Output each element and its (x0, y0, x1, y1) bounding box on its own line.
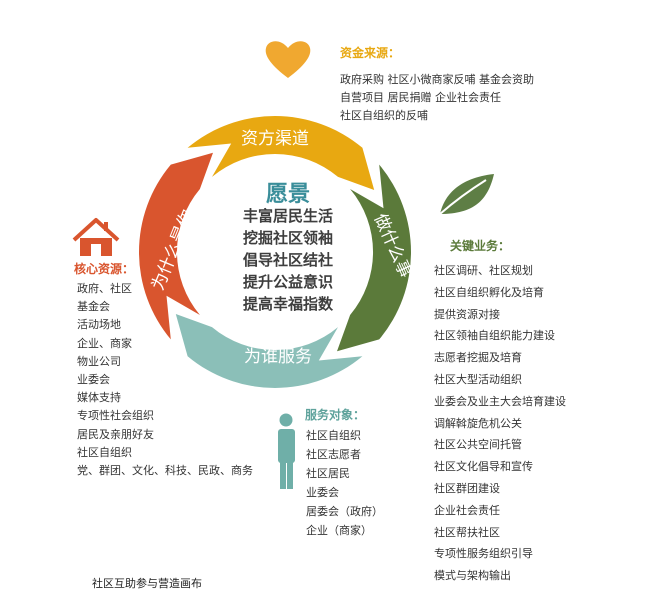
list-item: 社区自组织 (306, 429, 361, 442)
ring-segment-bottom (175, 314, 363, 389)
center-vision-list: 丰富居民生活 挖掘社区领袖 倡导社区结社 提升公益意识 提高幸福指数 (203, 205, 373, 315)
ring-segment-top (187, 115, 375, 190)
ring-label-top: 资方渠道 (241, 129, 309, 149)
list-item: 业委会 (306, 486, 339, 499)
list-item: 活动场地 (77, 318, 121, 332)
list-item: 社区自组织 (77, 445, 132, 459)
house-icon (72, 218, 120, 256)
ring-segment-right (337, 164, 412, 352)
list-item: 社区文化倡导和宣传 (434, 460, 533, 474)
list-item: 社区自组织孵化及培育 (434, 285, 544, 299)
list-item: 企业、商家 (77, 336, 132, 350)
list-item: 业委会 (77, 372, 110, 386)
list-item: 社区居民 (306, 467, 350, 480)
list-item: 企业（商家） (306, 524, 372, 537)
list-item: 业委会及业主大会培育建设 (434, 394, 566, 408)
leaf-icon (439, 174, 494, 215)
list-item: 社区调研、社区规划 (434, 264, 533, 277)
list-item: 社区帮扶社区 (434, 525, 500, 539)
vision-line: 倡导社区结社 (242, 251, 333, 269)
list-item: 模式与架构输出 (434, 569, 511, 583)
list-item: 居委会（政府） (306, 505, 383, 518)
core-title: 核心资源： (74, 262, 135, 276)
list-item: 基金会 (77, 300, 110, 314)
center-title: 愿景 (265, 182, 310, 207)
ring-segment-left (138, 152, 213, 340)
business-title: 关键业务： (450, 239, 511, 253)
business-list: 社区调研、社区规划 社区自组织孵化及培育 提供资源对接 社区领袖自组织能力建设 … (434, 260, 566, 587)
list-item: 社区群团建设 (434, 481, 500, 495)
list-item: 专项性服务组织引导 (434, 547, 533, 561)
funding-line: 自营项目 居民捐赠 企业社会责任 (340, 91, 501, 104)
list-item: 专项性社会组织 (77, 409, 154, 423)
list-item: 社区公共空间托管 (434, 438, 522, 452)
list-item: 社区领袖自组织能力建设 (434, 329, 555, 343)
vision-line: 提升公益意识 (242, 273, 333, 291)
service-title: 服务对象： (305, 408, 366, 422)
vision-line: 挖掘社区领袖 (242, 229, 333, 247)
list-item: 提供资源对接 (434, 307, 500, 321)
funding-line: 政府采购 社区小微商家反哺 基金会资助 (340, 73, 534, 86)
list-item: 党、群团、文化、科技、民政、商务 (77, 463, 253, 477)
list-item: 调解斡旋危机公关 (434, 416, 522, 430)
funding-list: 政府采购 社区小微商家反哺 基金会资助 自营项目 居民捐赠 企业社会责任 社区自… (340, 71, 534, 125)
list-item: 居民及亲朋好友 (77, 427, 154, 441)
list-item: 媒体支持 (77, 391, 121, 405)
list-item: 企业社会责任 (434, 503, 500, 517)
vision-line: 提高幸福指数 (242, 295, 333, 313)
list-item: 志愿者挖掘及培育 (434, 351, 522, 365)
list-item: 社区大型活动组织 (434, 372, 522, 386)
list-item: 政府、社区 (77, 282, 132, 295)
person-icon (278, 413, 295, 489)
core-list: 政府、社区 基金会 活动场地 企业、商家 物业公司 业委会 媒体支持 专项性社会… (77, 280, 253, 480)
ring-label-bottom: 为谁服务 (244, 347, 312, 367)
list-item: 社区志愿者 (306, 448, 361, 461)
service-list: 社区自组织 社区志愿者 社区居民 业委会 居委会（政府） 企业（商家） (306, 426, 383, 540)
list-item: 物业公司 (77, 354, 121, 368)
heart-icon (265, 41, 311, 78)
vision-line: 丰富居民生活 (242, 207, 333, 225)
caption: 社区互助参与营造画布 (92, 577, 202, 590)
funding-title: 资金来源： (340, 46, 401, 60)
funding-line: 社区自组织的反哺 (340, 109, 428, 122)
